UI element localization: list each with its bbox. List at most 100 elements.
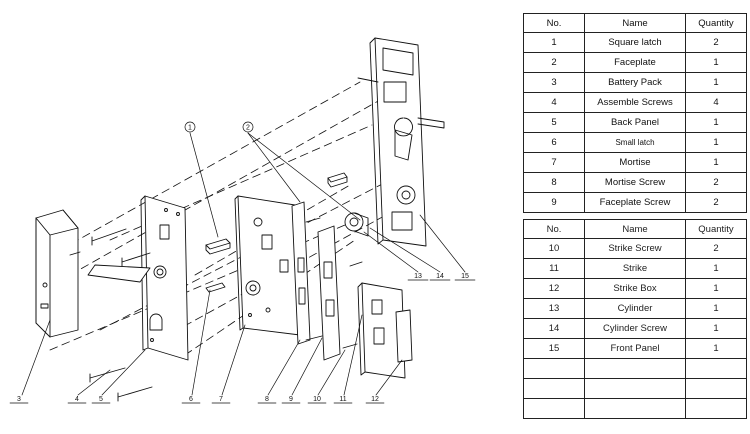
cell-name: Back Panel <box>584 112 686 133</box>
callout-2: 2 <box>246 125 250 132</box>
cell-qty: 1 <box>685 298 747 319</box>
cell-name <box>584 358 686 379</box>
cell-name: Battery Pack <box>584 72 686 93</box>
latch-pins <box>205 172 348 293</box>
cell-qty: 2 <box>685 238 747 259</box>
callout-7: 7 <box>219 396 223 403</box>
table-row <box>523 398 747 419</box>
table-row <box>523 378 747 399</box>
callout-14: 14 <box>436 273 444 280</box>
callout-9: 9 <box>289 396 293 403</box>
cell-name: Faceplate Screw <box>584 192 686 213</box>
cell-qty <box>685 378 747 399</box>
cell-qty <box>685 398 747 419</box>
cell-qty: 2 <box>685 32 747 53</box>
col-header-quantity: Quantity <box>685 219 747 239</box>
cell-qty: 1 <box>685 152 747 173</box>
callout-12: 12 <box>371 396 379 403</box>
cell-qty: 1 <box>685 338 747 359</box>
cell-qty: 1 <box>685 258 747 279</box>
cell-name: Front Panel <box>584 338 686 359</box>
cell-name: Small latch <box>584 132 686 153</box>
cell-name <box>584 378 686 399</box>
cell-qty: 1 <box>685 278 747 299</box>
col-header-name: Name <box>584 219 686 239</box>
cell-name: Cylinder <box>584 298 686 319</box>
cell-name: Assemble Screws <box>584 92 686 113</box>
callout-6: 6 <box>189 396 193 403</box>
exploded-lock-diagram: 1 2 3 4 5 6 7 8 9 10 11 12 13 14 15 <box>9 37 476 404</box>
col-header-no: No. <box>523 219 585 239</box>
cell-name: Cylinder Screw <box>584 318 686 339</box>
callout-13: 13 <box>414 273 422 280</box>
mortise-part <box>234 195 301 336</box>
cell-no: 8 <box>523 172 585 193</box>
back-cover-part <box>35 209 81 338</box>
alignment-lines <box>49 81 396 356</box>
cell-no: 11 <box>523 258 585 279</box>
strike-part <box>317 225 341 361</box>
cell-name: Strike <box>584 258 686 279</box>
cell-no: 4 <box>523 92 585 113</box>
col-header-no: No. <box>523 13 585 33</box>
cell-no: 7 <box>523 152 585 173</box>
cell-no <box>523 358 585 379</box>
leader-lines <box>9 132 476 404</box>
cell-no <box>523 398 585 419</box>
table-header-row: No. Name Quantity <box>523 219 747 239</box>
col-header-name: Name <box>584 13 686 33</box>
cylinder-part <box>344 212 369 237</box>
cell-no: 2 <box>523 52 585 73</box>
mortise-screws <box>305 217 363 349</box>
cell-no: 1 <box>523 32 585 53</box>
cell-no: 14 <box>523 318 585 339</box>
cell-no: 13 <box>523 298 585 319</box>
col-header-quantity: Quantity <box>685 13 747 33</box>
cell-qty: 1 <box>685 318 747 339</box>
strike-box-part <box>357 282 413 379</box>
cell-no: 5 <box>523 112 585 133</box>
table-row <box>523 358 747 379</box>
cell-name: Mortise <box>584 152 686 173</box>
cell-name: Strike Screw <box>584 238 686 259</box>
cell-qty: 4 <box>685 92 747 113</box>
callout-8: 8 <box>265 396 269 403</box>
cell-no: 10 <box>523 238 585 259</box>
callout-10: 10 <box>313 396 321 403</box>
cell-qty: 1 <box>685 72 747 93</box>
cell-no: 15 <box>523 338 585 359</box>
front-panel-part <box>357 37 445 247</box>
callout-3: 3 <box>17 396 21 403</box>
assemble-screws <box>89 228 153 402</box>
cell-qty: 1 <box>685 52 747 73</box>
faceplate-part <box>291 201 311 345</box>
callout-4: 4 <box>75 396 79 403</box>
callout-11: 11 <box>339 396 346 403</box>
cell-name: Strike Box <box>584 278 686 299</box>
cell-name: Mortise Screw <box>584 172 686 193</box>
table-header-row: No. Name Quantity <box>523 13 747 33</box>
cell-qty <box>685 358 747 379</box>
cell-no: 6 <box>523 132 585 153</box>
cell-no: 3 <box>523 72 585 93</box>
cell-name: Faceplate <box>584 52 686 73</box>
cell-name <box>584 398 686 419</box>
back-panel-part <box>87 195 189 361</box>
cell-qty: 1 <box>685 112 747 133</box>
callout-1: 1 <box>188 125 192 132</box>
